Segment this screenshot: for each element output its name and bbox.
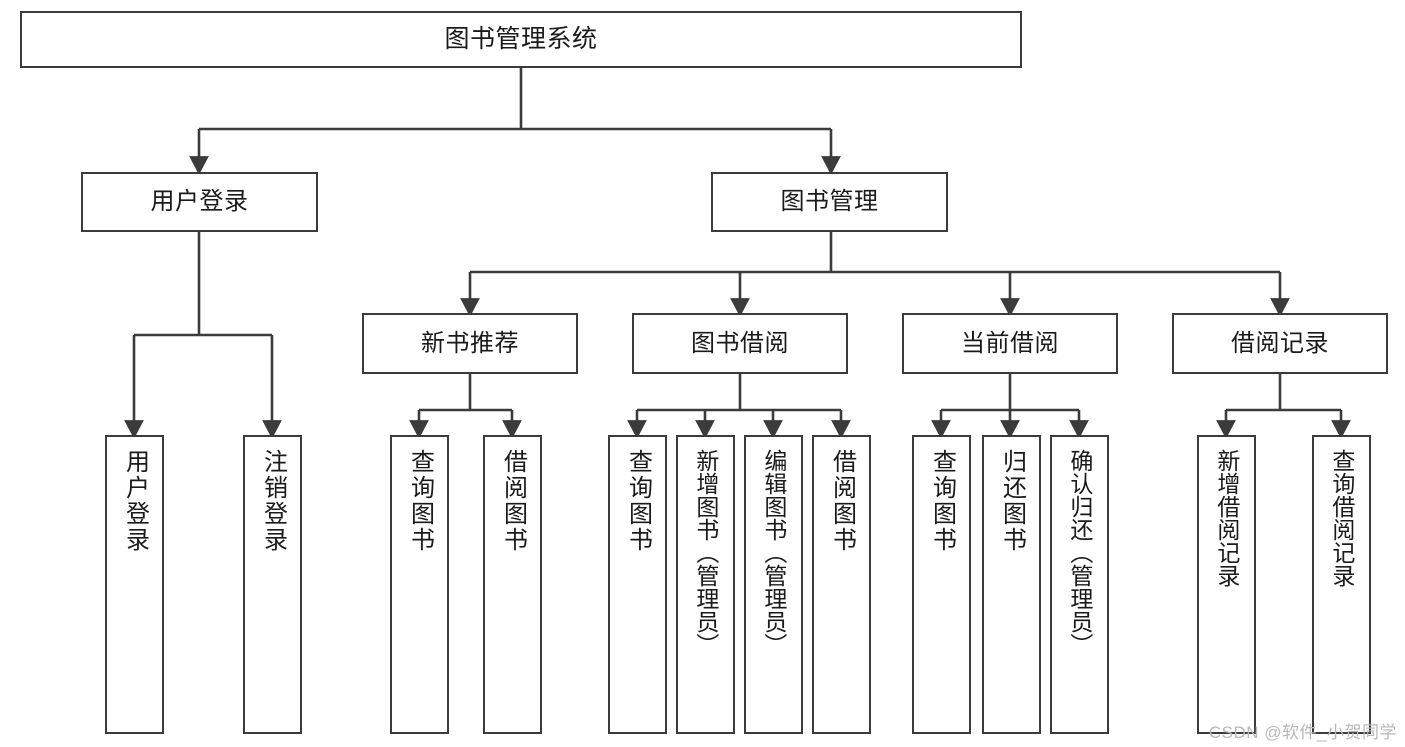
node-leaf-query-book-1-label: 查询图书 — [406, 449, 434, 553]
node-book-borrow-label: 图书借阅 — [691, 329, 789, 357]
node-leaf-confirm-return-label: 确认归还（管理员） — [1066, 449, 1093, 656]
node-leaf-confirm-return[interactable]: 确认归还（管理员） — [1050, 435, 1109, 734]
node-leaf-query-book-1[interactable]: 查询图书 — [390, 435, 449, 734]
node-leaf-query-book-3[interactable]: 查询图书 — [912, 435, 971, 734]
node-leaf-query-record-label: 查询借阅记录 — [1328, 449, 1355, 587]
node-new-book-recommend-label: 新书推荐 — [421, 329, 519, 357]
node-root-system[interactable]: 图书管理系统 — [20, 11, 1022, 68]
node-new-book-recommend[interactable]: 新书推荐 — [362, 313, 578, 374]
node-leaf-add-book[interactable]: 新增图书（管理员） — [676, 435, 735, 734]
node-leaf-query-record[interactable]: 查询借阅记录 — [1312, 435, 1371, 734]
node-leaf-add-record[interactable]: 新增借阅记录 — [1197, 435, 1256, 734]
node-borrow-record-label: 借阅记录 — [1231, 329, 1329, 357]
node-leaf-borrow-book-2[interactable]: 借阅图书 — [812, 435, 871, 734]
node-current-borrow-label: 当前借阅 — [961, 329, 1059, 357]
node-leaf-query-book-2-label: 查询图书 — [624, 449, 652, 553]
csdn-watermark: CSDN @软件_小贺同学 — [1208, 723, 1397, 742]
node-leaf-edit-book-label: 编辑图书（管理员） — [760, 449, 787, 656]
node-leaf-query-book-3-label: 查询图书 — [928, 449, 956, 553]
node-leaf-logout-login-label: 注销登录 — [259, 449, 287, 553]
node-leaf-borrow-book-1-label: 借阅图书 — [499, 449, 527, 553]
node-leaf-add-record-label: 新增借阅记录 — [1213, 449, 1240, 587]
node-leaf-add-book-label: 新增图书（管理员） — [692, 449, 719, 656]
node-book-borrow[interactable]: 图书借阅 — [632, 313, 848, 374]
node-leaf-user-login[interactable]: 用户登录 — [105, 435, 164, 734]
node-leaf-user-login-label: 用户登录 — [121, 449, 149, 553]
node-leaf-return-book-label: 归还图书 — [998, 449, 1026, 553]
node-current-borrow[interactable]: 当前借阅 — [902, 313, 1118, 374]
node-leaf-borrow-book-2-label: 借阅图书 — [828, 449, 856, 553]
node-borrow-record[interactable]: 借阅记录 — [1172, 313, 1388, 374]
node-book-manage[interactable]: 图书管理 — [711, 172, 948, 232]
node-leaf-logout-login[interactable]: 注销登录 — [243, 435, 302, 734]
node-user-login[interactable]: 用户登录 — [81, 172, 318, 232]
node-leaf-borrow-book-1[interactable]: 借阅图书 — [483, 435, 542, 734]
node-leaf-edit-book[interactable]: 编辑图书（管理员） — [744, 435, 803, 734]
node-book-manage-label: 图书管理 — [780, 188, 879, 216]
node-root-system-label: 图书管理系统 — [444, 25, 598, 54]
node-leaf-query-book-2[interactable]: 查询图书 — [608, 435, 667, 734]
node-user-login-label: 用户登录 — [150, 188, 249, 216]
node-leaf-return-book[interactable]: 归还图书 — [982, 435, 1041, 734]
